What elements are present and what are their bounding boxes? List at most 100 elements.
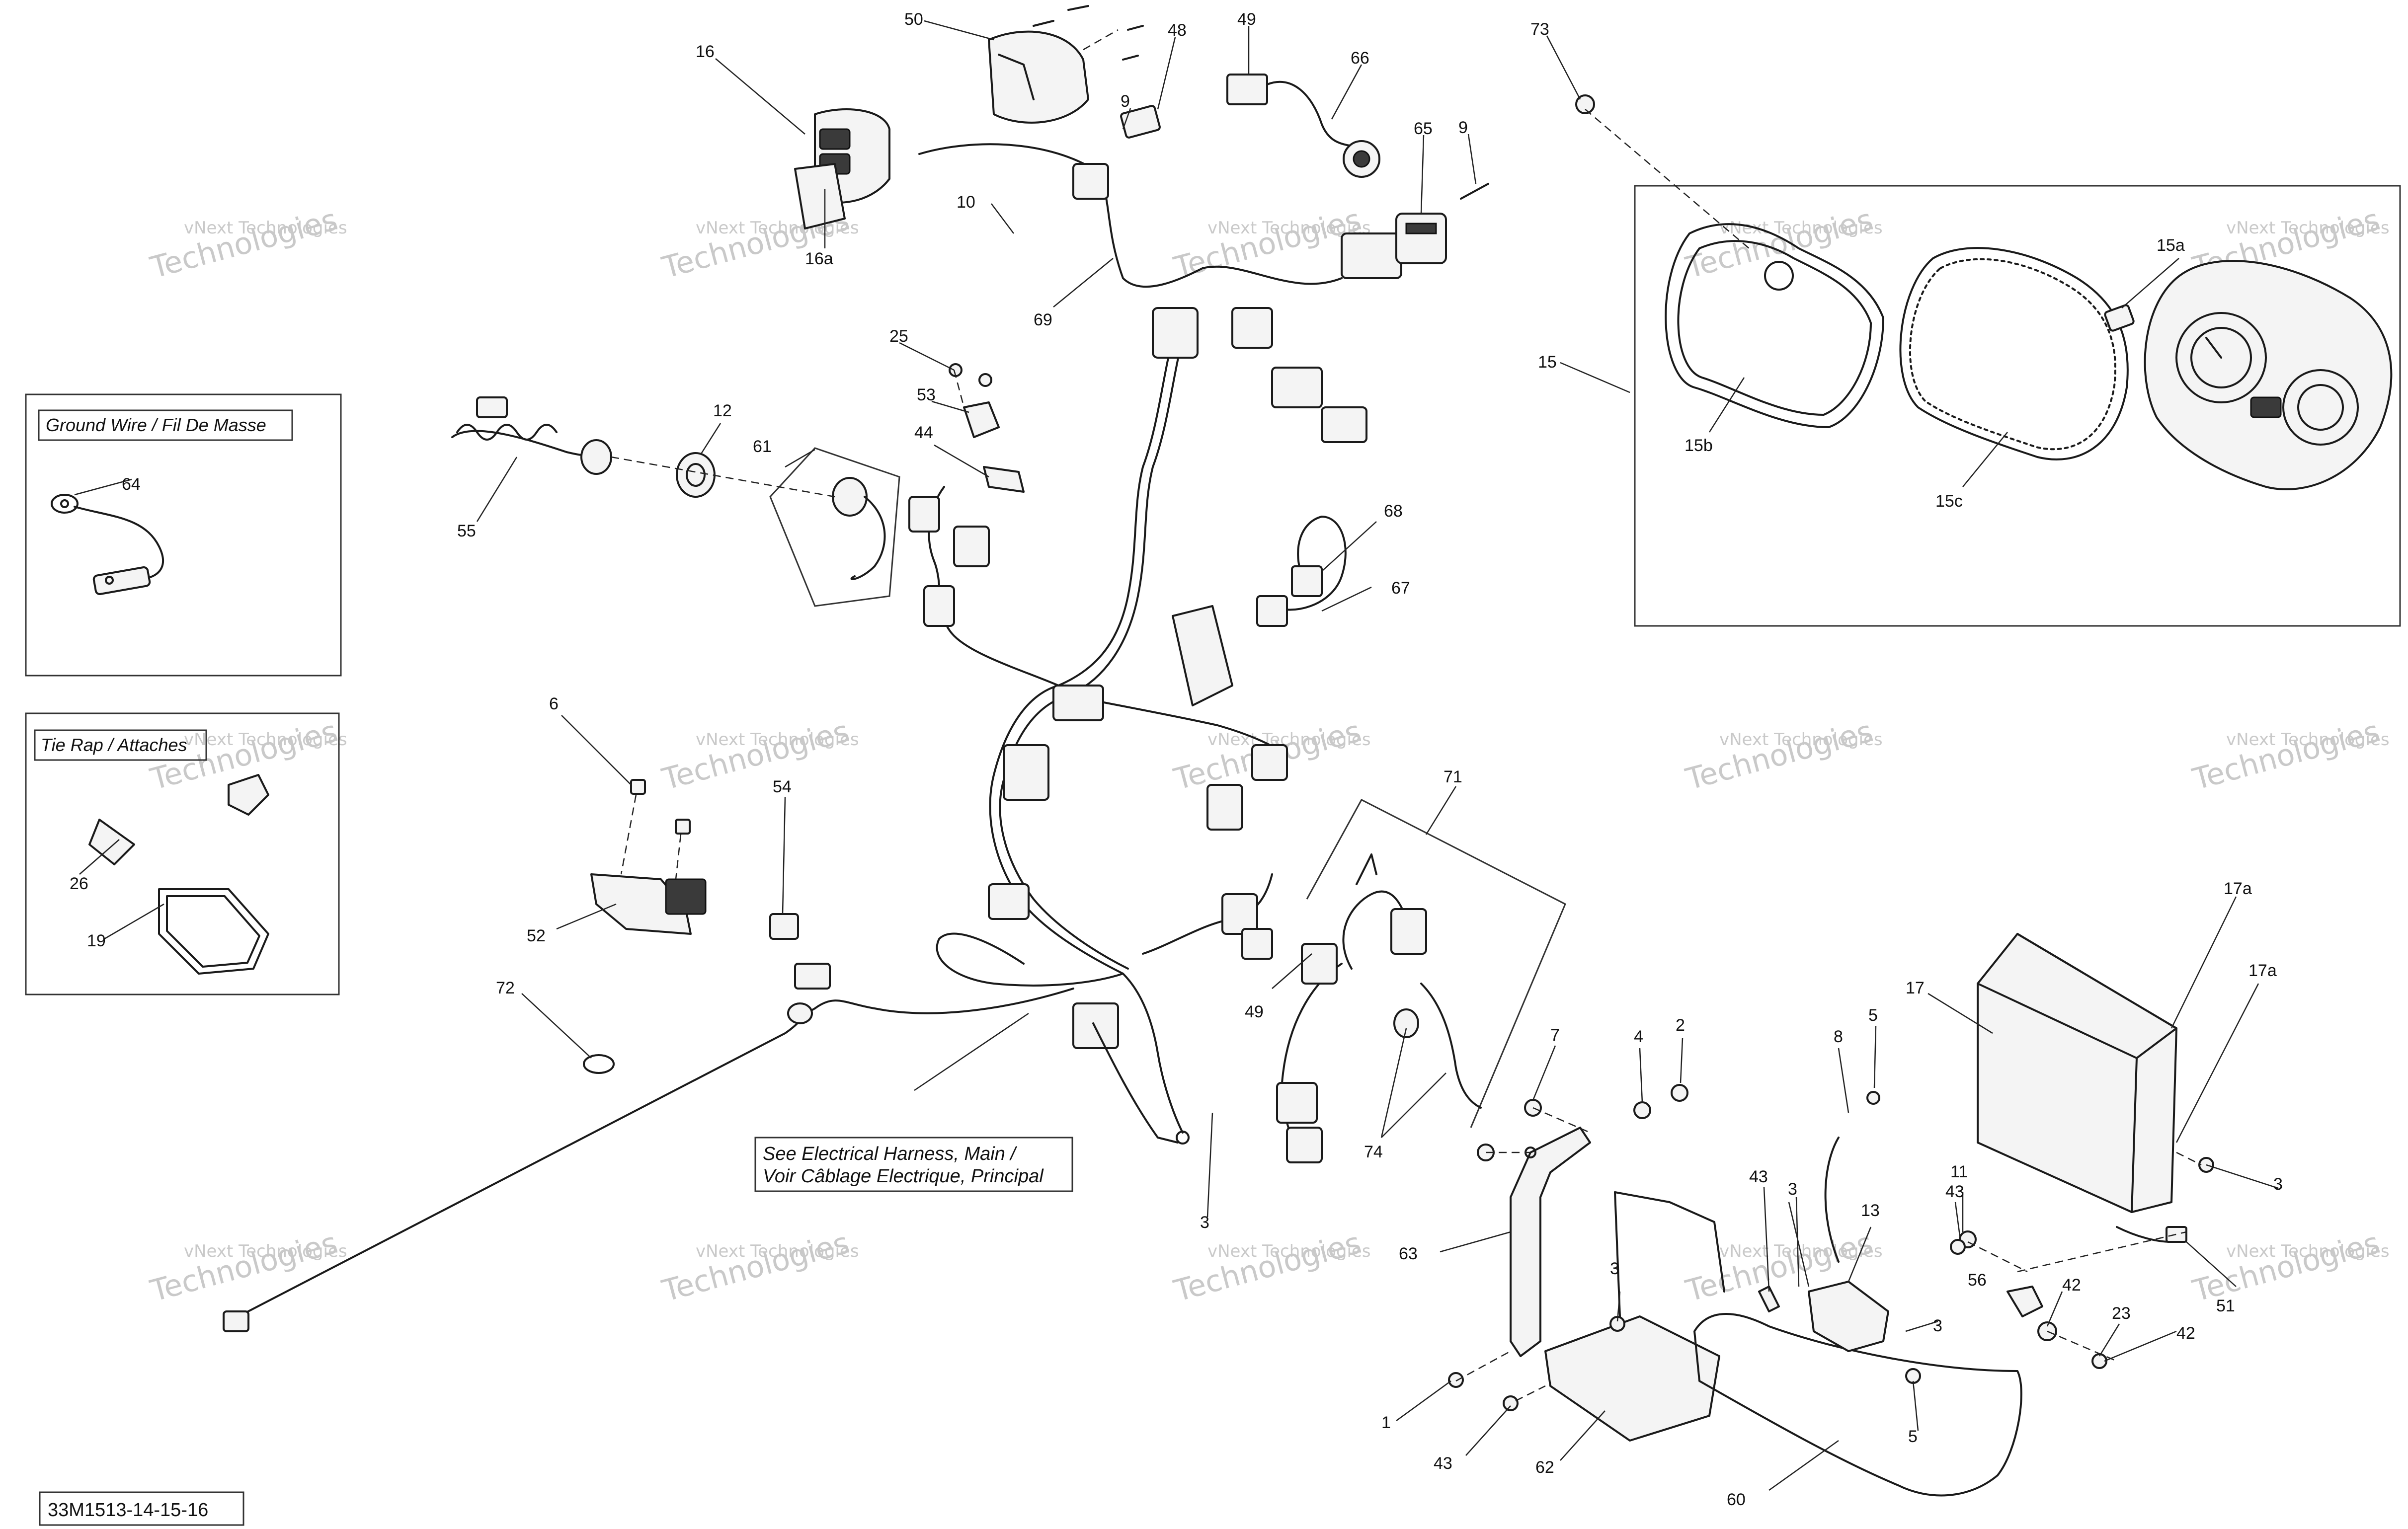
harness-66-part <box>1226 74 1380 178</box>
callout-label: 51 <box>2216 1297 2235 1315</box>
switch-53-part <box>949 363 1025 493</box>
callout-label: 61 <box>753 437 772 456</box>
callout-label: 3 <box>1933 1316 1942 1335</box>
callout-label: 3 <box>1200 1213 1209 1232</box>
cluster-plug-part <box>2104 304 2135 332</box>
callout-label: 53 <box>917 385 936 404</box>
svg-text:vNext Technologies: vNext Technologies <box>2226 730 2390 750</box>
callout-label: 65 <box>1414 119 1433 138</box>
ground-wire-inset: Ground Wire / Fil De Masse <box>25 393 342 677</box>
callout-label: 43 <box>1749 1167 1768 1186</box>
ground-wire-inset-title: Ground Wire / Fil De Masse <box>46 415 266 435</box>
inset-title-frame <box>38 409 293 441</box>
battery-cables-part <box>1824 1137 2187 1263</box>
svg-text:Technologies: Technologies <box>658 1225 853 1309</box>
svg-text:Technologies: Technologies <box>1170 1225 1365 1309</box>
fasteners <box>1448 1084 2214 1411</box>
dashed-lines <box>611 29 2202 1402</box>
tie-rap-triangle-part <box>88 819 135 865</box>
bracket-63-part <box>1510 1127 1591 1357</box>
svg-text:vNext Technologies: vNext Technologies <box>2226 218 2390 238</box>
callout-label: 42 <box>2062 1276 2081 1295</box>
plug-61-assembly <box>769 447 900 607</box>
svg-text:vNext Technologies: vNext Technologies <box>184 730 347 750</box>
svg-text:vNext Technologies: vNext Technologies <box>696 1241 859 1261</box>
cluster-lens-part <box>1899 247 2129 460</box>
callout-label: 5 <box>1908 1427 1918 1446</box>
callout-label: 68 <box>1384 502 1403 521</box>
callout-label: 49 <box>1245 1002 1264 1021</box>
callout-label: 3 <box>1788 1180 1797 1199</box>
callout-label: 71 <box>1444 767 1462 786</box>
coiled-cable-part <box>451 396 612 475</box>
svg-text:Technologies: Technologies <box>658 714 853 797</box>
callouts: 50 48 49 66 73 16 9 65 9 10 16a 69 15 15… <box>70 10 2283 1509</box>
svg-text:Technologies: Technologies <box>1170 202 1365 286</box>
disc-72-part <box>583 1054 615 1074</box>
callout-label: 4 <box>1634 1027 1643 1046</box>
callout-label: 15 <box>1538 353 1557 372</box>
callout-label: 2 <box>1676 1016 1685 1035</box>
callout-label: 26 <box>70 874 88 893</box>
callout-label: 66 <box>1351 49 1369 68</box>
callout-label: 48 <box>1168 21 1187 40</box>
callout-label: 62 <box>1535 1458 1554 1477</box>
callout-label: 54 <box>773 777 792 796</box>
svg-text:vNext Technologies: vNext Technologies <box>1719 730 1883 750</box>
harness-68-67-part <box>1256 516 1347 627</box>
callout-label: 17a <box>2224 879 2252 898</box>
callout-label: 16a <box>805 249 833 268</box>
svg-text:vNext Technologies: vNext Technologies <box>184 218 347 238</box>
callout-label: 3 <box>1610 1259 1619 1278</box>
handlebar-switch-part <box>794 108 890 229</box>
callout-label: 7 <box>1550 1026 1560 1045</box>
callout-label: 55 <box>457 522 476 540</box>
callout-label: 69 <box>1034 310 1052 329</box>
callout-label: 43 <box>1434 1454 1452 1473</box>
tie-rap-loop-part <box>158 888 269 975</box>
sensor-wire-part <box>223 963 1074 1332</box>
callout-label: 52 <box>527 926 546 945</box>
svg-text:Technologies: Technologies <box>2189 714 2383 797</box>
harness-71-part <box>1276 799 1566 1163</box>
harness-note-line1: See Electrical Harness, Main / <box>763 1144 1017 1164</box>
callout-label: 17 <box>1906 979 1925 997</box>
callout-label: 13 <box>1861 1201 1880 1220</box>
svg-text:vNext Technologies: vNext Technologies <box>2226 1241 2390 1261</box>
callout-label: 15c <box>1935 492 1963 511</box>
grommet-part <box>676 452 716 498</box>
svg-text:vNext Technologies: vNext Technologies <box>696 730 859 750</box>
svg-text:vNext Technologies: vNext Technologies <box>184 1241 347 1261</box>
reference-code-block: 33M1513-14-15-16 <box>39 1491 244 1526</box>
harness-note-line2: Voir Câblage Electrique, Principal <box>763 1166 1044 1187</box>
cluster-bezel-part <box>1665 223 1884 428</box>
callout-label: 12 <box>713 401 732 420</box>
callout-label: 44 <box>914 423 933 442</box>
callout-label: 17a <box>2248 961 2277 980</box>
callout-label: 67 <box>1391 579 1410 598</box>
battery-hold-down-60-part <box>1693 1313 2022 1497</box>
svg-text:Technologies: Technologies <box>147 1225 341 1309</box>
callout-label: 72 <box>496 979 515 997</box>
callout-label: 9 <box>1121 92 1130 111</box>
inset-title-frame <box>34 729 207 761</box>
callout-label: 42 <box>2176 1324 2195 1343</box>
svg-text:vNext Technologies: vNext Technologies <box>1207 730 1371 750</box>
harness-note: See Electrical Harness, Main / Voir Câbl… <box>754 1137 1073 1192</box>
callout-label: 6 <box>549 694 559 713</box>
cluster-gauge-part <box>2144 260 2393 490</box>
callout-label: 5 <box>1868 1006 1878 1025</box>
callout-label: 1 <box>1381 1413 1391 1432</box>
tie-rap-inset: Tie Rap / Attaches <box>25 712 340 995</box>
callout-label: 63 <box>1399 1244 1418 1263</box>
module-52-part <box>590 779 707 935</box>
tie-rap-small-part <box>228 774 269 816</box>
callout-label: 3 <box>2273 1175 2283 1194</box>
callout-label: 15a <box>2157 236 2185 255</box>
instrument-cluster-box <box>1634 185 2401 627</box>
